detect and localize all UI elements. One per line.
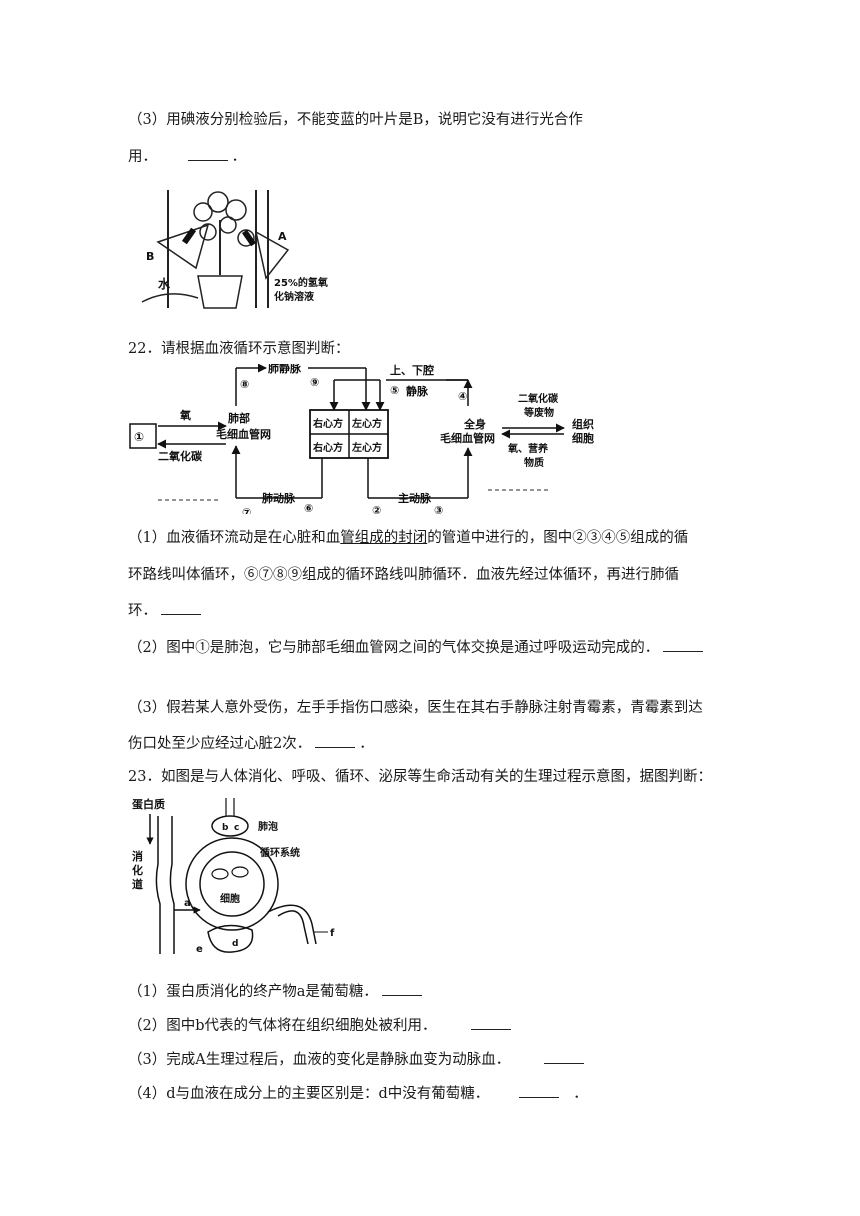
q23-part4-tail: ． xyxy=(573,1086,588,1102)
q22-part2-text: （2）图中①是肺泡，它与肺部毛细血管网之间的气体交换是通过呼吸运动完成的． xyxy=(128,640,660,656)
body-cap-1: 全身 xyxy=(463,417,486,431)
q22-part3-tail: ． xyxy=(359,736,374,752)
label-a: A xyxy=(278,230,287,243)
answer-blank[interactable] xyxy=(470,1015,511,1030)
num-3: ③ xyxy=(434,504,443,514)
label-lung-vein: 肺静脉 xyxy=(268,364,302,375)
lung-cap-2: 毛细血管网 xyxy=(216,427,271,441)
answer-blank[interactable] xyxy=(663,637,704,652)
lung-cap-1: 肺部 xyxy=(228,411,250,425)
q23-part2-text: （2）图中b代表的气体将在组织细胞处被利用． xyxy=(128,1018,437,1034)
num-9: ⑨ xyxy=(310,376,319,389)
heart-rv: 右心方 xyxy=(312,441,343,454)
num-4: ④ xyxy=(458,390,467,403)
label-protein: 蛋白质 xyxy=(132,797,165,811)
q22-part1-text-a: （1）血液循环流动是在心脏和血 xyxy=(128,530,341,546)
label-cell: 细胞 xyxy=(220,892,240,905)
label-b: b xyxy=(222,823,229,833)
q22-part1-text-b: 的管道中进行的，图中②③④⑤组成的循 xyxy=(427,530,689,546)
num-6: ⑥ xyxy=(304,502,313,514)
gut-1: 消 xyxy=(132,849,143,863)
label-alveolus: 肺泡 xyxy=(258,820,278,833)
q22-part3-line1: （3）假若某人意外受伤，左手手指伤口感染，医生在其右手静脉注射青霉素，青霉素到达 xyxy=(128,700,703,716)
label-co2: 二氧化碳 xyxy=(158,449,203,463)
label-naoh-1: 25%的氢氧 xyxy=(274,276,328,289)
q22-part3-line2: 伤口处至少应经过心脏2次． ． xyxy=(128,733,374,754)
label-d: d xyxy=(232,939,238,949)
num-8: ⑧ xyxy=(240,378,249,391)
q21-part3-line1: （3）用碘液分别检验后，不能变蓝的叶片是B，说明它没有进行光合作 xyxy=(128,112,583,128)
label-b: B xyxy=(146,250,154,263)
label-a: a xyxy=(184,898,191,909)
q21-plant-figure: B A 水 25%的氢氧 化钠溶液 xyxy=(141,190,328,309)
q23-title: 23．如图是与人体消化、呼吸、循环、泌尿等生命活动有关的生理过程示意图，据图判断… xyxy=(128,769,712,785)
answer-blank[interactable] xyxy=(187,146,228,161)
q21-part3-tail: ． xyxy=(231,149,247,165)
co2-waste-1: 二氧化碳 xyxy=(518,392,559,405)
q22-part1-line1: （1）血液循环流动是在心脏和血管组成的封闭的管道中进行的，图中②③④⑤组成的循 xyxy=(128,528,688,548)
label-c: c xyxy=(234,823,239,833)
q22-part1-line2: 环路线叫体循环，⑥⑦⑧⑨组成的循环路线叫肺循环．血液先经过体循环，再进行肺循 xyxy=(128,567,679,583)
q23-part4: （4）d与血液在成分上的主要区别是：d中没有葡萄糖． ． xyxy=(128,1083,588,1104)
q23-part2: （2）图中b代表的气体将在组织细胞处被利用． xyxy=(128,1015,515,1036)
q21-part3-line2: 用． ． xyxy=(128,146,246,167)
q23-physiology-figure: 蛋白质 消 化 道 b c 肺泡 循环系统 细胞 a d e f xyxy=(132,797,335,955)
o2-nutr-2: 物质 xyxy=(524,456,544,469)
num-2: ② xyxy=(372,504,381,514)
answer-blank[interactable] xyxy=(544,1049,585,1064)
label-aorta: 主动脉 xyxy=(398,491,432,505)
answer-blank[interactable] xyxy=(381,981,422,996)
label-circulation: 循环系统 xyxy=(260,846,300,859)
q22-part1-underline: 管组成的封闭 xyxy=(340,530,428,546)
tissue-1: 组织 xyxy=(572,417,594,431)
q22-circulation-diagram: ① 氧 二氧化碳 肺部 毛细血管网 肺静脉 ⑧ ⑨ 右心方 左心方 右心方 左心… xyxy=(129,364,594,514)
answer-blank[interactable] xyxy=(315,733,356,748)
gut-2: 化 xyxy=(132,863,143,877)
heart-la: 左心方 xyxy=(351,417,382,430)
q23-part1: （1）蛋白质消化的终产物a是葡萄糖． xyxy=(128,981,426,1002)
label-water: 水 xyxy=(158,276,171,291)
heart-lv: 左心方 xyxy=(351,441,382,454)
q21-part3-text: 用． xyxy=(128,149,157,165)
q22-title: 22．请根据血液循环示意图判断： xyxy=(128,341,350,357)
label-oxygen: 氧 xyxy=(179,408,191,422)
tissue-2: 细胞 xyxy=(572,431,594,445)
answer-blank[interactable] xyxy=(519,1083,560,1098)
q23-part3-text: （3）完成A生理过程后，血液的变化是静脉血变为动脉血． xyxy=(128,1052,511,1068)
num-5: ⑤ xyxy=(390,384,399,397)
label-naoh-2: 化钠溶液 xyxy=(274,290,314,303)
num-7: ⑦ xyxy=(242,506,251,514)
heart-ra: 右心方 xyxy=(312,417,343,430)
q23-part1-text: （1）蛋白质消化的终产物a是葡萄糖． xyxy=(128,984,378,1000)
q22-part1-line3: 环． xyxy=(128,600,205,621)
q22-part1-text-c: 环． xyxy=(128,603,157,619)
label-vein: 静脉 xyxy=(406,384,429,398)
num-1: ① xyxy=(134,430,144,444)
label-e: e xyxy=(196,944,203,955)
label-pulm-artery: 肺动脉 xyxy=(262,491,296,505)
q22-part2: （2）图中①是肺泡，它与肺部毛细血管网之间的气体交换是通过呼吸运动完成的． xyxy=(128,637,707,658)
gut-3: 道 xyxy=(132,877,143,891)
co2-waste-2: 等废物 xyxy=(524,406,554,419)
q23-part4-text: （4）d与血液在成分上的主要区别是：d中没有葡萄糖． xyxy=(128,1086,490,1102)
answer-blank[interactable] xyxy=(161,600,201,615)
o2-nutr-1: 氧、营养 xyxy=(507,442,549,455)
label-f: f xyxy=(330,928,335,939)
body-cap-2: 毛细血管网 xyxy=(440,431,495,445)
q22-part3-text: 伤口处至少应经过心脏2次． xyxy=(128,736,312,752)
q23-part3: （3）完成A生理过程后，血液的变化是静脉血变为动脉血． xyxy=(128,1049,588,1070)
label-vena-cava: 上、下腔 xyxy=(390,364,434,377)
